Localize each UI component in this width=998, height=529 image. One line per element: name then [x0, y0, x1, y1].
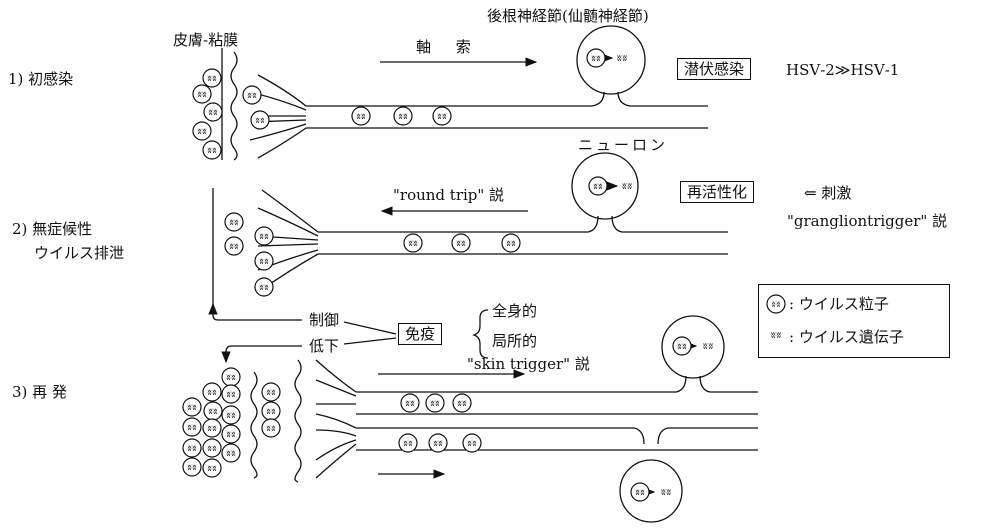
- virus-particle-glyph: ʬʬ: [187, 403, 197, 412]
- virus-particle-glyph: ʬʬ: [408, 239, 418, 248]
- virus-particle-glyph: ʬʬ: [591, 54, 601, 63]
- decline-arrow: [226, 346, 302, 362]
- stage-1-label: 1) 初感染: [8, 70, 73, 88]
- stage-2-label-line2: ウイルス排泄: [34, 244, 124, 262]
- decline-to-immunity: [344, 338, 396, 344]
- immunity-box: 免疫: [398, 323, 442, 345]
- virus-particle-glyph: ʬʬ: [635, 488, 645, 497]
- skin-mucosa-title: 皮膚‐粘膜: [173, 31, 238, 49]
- viral-gene-icon: ʬʬ: [703, 342, 714, 352]
- mucosa-wave-3a: [251, 372, 257, 478]
- legend-virus-particle: : ウイルス粒子: [789, 295, 889, 313]
- control-arrow: [213, 304, 302, 320]
- virus-particle-glyph: ʬʬ: [247, 91, 257, 100]
- svg-text:ʬʬ: ʬʬ: [771, 300, 781, 309]
- mucosa-wave-1: [231, 52, 237, 160]
- latent-infection-box: 潜伏感染: [677, 58, 751, 80]
- skin-trigger-label: "skin trigger" 説: [467, 355, 590, 373]
- virus-particle-glyph: ʬʬ: [259, 232, 269, 241]
- control-label: 制御: [309, 311, 339, 329]
- virus-particle-glyph: ʬʬ: [506, 239, 516, 248]
- mucosa-wave-3b: [295, 360, 301, 482]
- virus-particle-glyph: ʬʬ: [208, 407, 218, 416]
- dorsal-root-ganglion-title: 後根神経節(仙髄神経節): [487, 7, 649, 25]
- virus-particle-glyph: ʬʬ: [229, 242, 239, 251]
- stimulus-label: ⇐ 刺激: [804, 184, 851, 202]
- viral-gene-icon: ʬʬ: [661, 488, 672, 498]
- legend-box: ʬʬ ʬʬ : ウイルス粒子 : ウイルス遺伝子: [758, 284, 950, 358]
- virus-particle-glyph: ʬʬ: [430, 399, 440, 408]
- virus-particle-glyph: ʬʬ: [187, 444, 197, 453]
- systemic-label: 全身的: [492, 302, 537, 320]
- virus-particle-glyph: ʬʬ: [226, 411, 236, 420]
- decline-label: 低下: [309, 337, 339, 355]
- viral-gene-icon: ʬʬ: [617, 54, 628, 64]
- virus-particle-glyph: ʬʬ: [207, 146, 217, 155]
- virus-particle-glyph: ʬʬ: [266, 407, 276, 416]
- stage-2-label-line1: 2) 無症候性: [12, 220, 92, 238]
- virus-particle-glyph: ʬʬ: [226, 430, 236, 439]
- nerve-fans-3: [316, 360, 356, 478]
- virus-particle-glyph: ʬʬ: [266, 388, 276, 397]
- virus-particle-glyph: ʬʬ: [207, 444, 217, 453]
- virus-particle-glyph: ʬʬ: [255, 116, 265, 125]
- virus-particle-glyph: ʬʬ: [187, 463, 197, 472]
- neuron-body-3-lower: [620, 460, 682, 522]
- virus-particle-glyph: ʬʬ: [398, 112, 408, 121]
- reactivation-box: 再活性化: [680, 181, 754, 203]
- virus-particle-glyph: ʬʬ: [433, 439, 443, 448]
- virus-particle-glyph: ʬʬ: [266, 424, 276, 433]
- virus-particle-glyph: ʬʬ: [467, 439, 477, 448]
- virus-particle-glyph: ʬʬ: [356, 112, 366, 121]
- virus-particle-glyph: ʬʬ: [593, 182, 603, 191]
- virus-particle-glyph: ʬʬ: [229, 218, 239, 227]
- virus-particle-glyph: ʬʬ: [197, 127, 207, 136]
- viral-gene-icon: ʬʬ: [622, 182, 633, 192]
- virus-particle-glyph: ʬʬ: [207, 74, 217, 83]
- virus-particle-glyph: ʬʬ: [226, 373, 236, 382]
- local-label: 局所的: [492, 332, 537, 350]
- virus-particle-glyph: ʬʬ: [457, 399, 467, 408]
- immunity-brace: [474, 310, 488, 358]
- virus-particle-glyph: ʬʬ: [259, 283, 269, 292]
- axon-2: [318, 216, 728, 254]
- virus-particle-glyph: ʬʬ: [226, 449, 236, 458]
- ganglion-trigger-label: "grangliontrigger" 説: [787, 212, 947, 230]
- virus-particle-glyph: ʬʬ: [207, 424, 217, 433]
- legend-viral-gene: : ウイルス遺伝子: [789, 328, 904, 346]
- axon-label: 軸 索: [416, 38, 481, 56]
- virus-particle-glyph: ʬʬ: [405, 399, 415, 408]
- stage-3-label: 3) 再 発: [12, 383, 67, 401]
- virus-particle-glyph: ʬʬ: [207, 464, 217, 473]
- virus-particle-glyph: ʬʬ: [677, 342, 687, 351]
- virus-particle-glyph: ʬʬ: [207, 388, 217, 397]
- virus-particle-glyph: ʬʬ: [403, 439, 413, 448]
- hsv-ratio-label: HSV‐2≫HSV‐1: [786, 61, 899, 79]
- neuron-label: ニューロン: [578, 136, 668, 154]
- virus-particle-glyph: ʬʬ: [208, 108, 218, 117]
- virus-particle-glyph: ʬʬ: [187, 423, 197, 432]
- virus-particle-glyph: ʬʬ: [437, 112, 447, 121]
- virus-particle-glyph: ʬʬ: [197, 90, 207, 99]
- virus-particle-glyph: ʬʬ: [226, 390, 236, 399]
- neuron-body-3-upper: [662, 316, 724, 378]
- virus-particle-glyph: ʬʬ: [456, 239, 466, 248]
- control-to-immunity: [344, 322, 396, 334]
- round-trip-label: "round trip" 説: [393, 186, 504, 204]
- virus-particle-glyph: ʬʬ: [259, 257, 269, 266]
- svg-text:ʬʬ: ʬʬ: [771, 331, 782, 341]
